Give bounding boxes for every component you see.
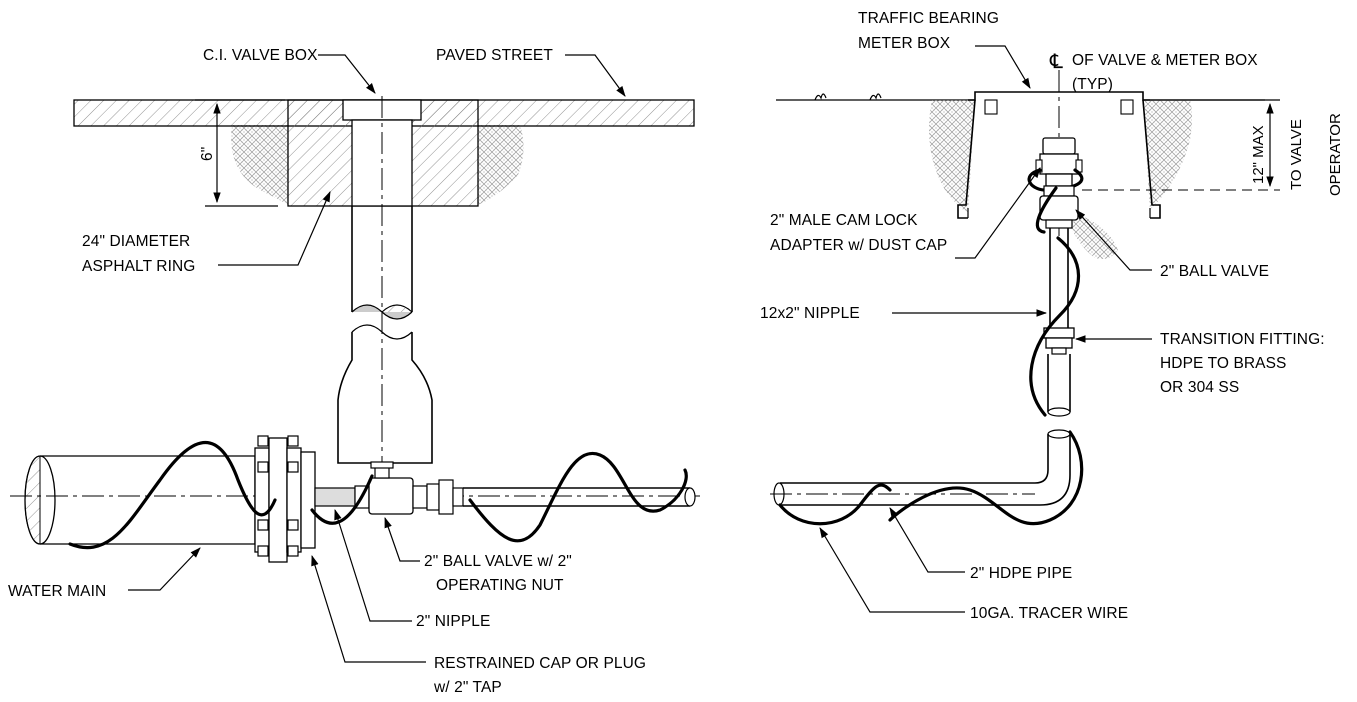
label-cam-lock-2: ADAPTER w/ DUST CAP	[770, 237, 947, 254]
hdpe-riser-upper	[1047, 354, 1071, 412]
tracer-wire-left	[68, 440, 277, 550]
leader-tracer-wire	[819, 527, 965, 613]
centerline-symbol: ℄	[1049, 51, 1063, 73]
leader-water-main	[128, 547, 201, 591]
label-traffic-box-2: METER BOX	[858, 35, 951, 52]
label-asphalt-ring-1: 24" DIAMETER	[82, 233, 190, 250]
label-traffic-box-1: TRAFFIC BEARING	[858, 10, 999, 27]
riser-upper	[351, 206, 413, 312]
hdpe-elbow	[780, 434, 1071, 506]
label-centerline-1: OF VALVE & METER BOX	[1072, 52, 1258, 69]
label-cap-plug-2: w/ 2" TAP	[433, 679, 502, 696]
label-transition-1: TRANSITION FITTING:	[1160, 331, 1325, 348]
soil-left-a	[231, 125, 288, 205]
ball-valve-left	[354, 461, 428, 515]
water-main	[10, 455, 700, 545]
label-transition-2: HDPE TO BRASS	[1160, 355, 1287, 372]
soil-right-a	[928, 100, 975, 212]
label-centerline-2: (TYP)	[1072, 76, 1113, 93]
leader-hdpe-pipe	[889, 507, 965, 573]
riser-lower	[337, 332, 433, 464]
label-cam-lock-1: 2" MALE CAM LOCK	[770, 212, 918, 229]
nipple-2in	[314, 487, 356, 507]
nipple-12x2	[1049, 228, 1069, 328]
soil-left-b	[478, 125, 524, 205]
tracer-wire-right	[1029, 236, 1081, 417]
leader-ball-valve-right	[1075, 209, 1152, 271]
leader-paved-street	[565, 54, 626, 97]
label-12in-max-1: 12" MAX	[1250, 125, 1267, 184]
leader-ci-valve-box	[318, 54, 376, 94]
transition-fitting	[1043, 327, 1075, 355]
label-hdpe-pipe: 2" HDPE PIPE	[970, 565, 1072, 582]
label-ball-valve-right: 2" BALL VALVE	[1160, 263, 1269, 280]
label-ball-valve-nut-1: 2" BALL VALVE w/ 2"	[424, 553, 572, 570]
label-tracer-wire: 10GA. TRACER WIRE	[970, 605, 1128, 622]
leader-asphalt-ring	[218, 191, 331, 266]
hdpe-left	[463, 487, 690, 507]
leader-ball-valve-nut	[384, 516, 420, 562]
restrained-cap	[254, 435, 316, 563]
label-water-main: WATER MAIN	[8, 583, 106, 600]
leader-cam-lock	[955, 167, 1041, 259]
right-detail: TRAFFIC BEARING METER BOX ℄ OF VALVE & M…	[760, 10, 1344, 622]
label-nipple-12x2: 12x2" NIPPLE	[760, 305, 860, 322]
leader-cap-plug	[311, 554, 426, 663]
label-cap-plug-1: RESTRAINED CAP OR PLUG	[434, 655, 646, 672]
transition-left	[426, 479, 464, 515]
label-transition-3: OR 304 SS	[1160, 379, 1239, 396]
leader-nipple	[334, 508, 412, 622]
label-12in-max-3: OPERATOR	[1327, 113, 1344, 196]
label-asphalt-ring-2: ASPHALT RING	[82, 258, 195, 275]
left-detail: 6"	[8, 47, 700, 696]
soil-right-c	[1070, 215, 1118, 259]
label-nipple-2in: 2" NIPPLE	[416, 613, 490, 630]
label-ci-valve-box: C.I. VALVE BOX	[203, 47, 318, 64]
label-12in-max-2: TO VALVE	[1288, 119, 1305, 190]
label-ball-valve-nut-2: OPERATING NUT	[436, 577, 564, 594]
cam-lock-adapter	[1027, 137, 1084, 192]
ball-valve-right	[1039, 185, 1079, 229]
soil-right-b	[1143, 100, 1192, 210]
dim-6in-label: 6"	[199, 147, 216, 161]
leader-traffic-box	[975, 45, 1031, 89]
label-paved-street: PAVED STREET	[436, 47, 553, 64]
